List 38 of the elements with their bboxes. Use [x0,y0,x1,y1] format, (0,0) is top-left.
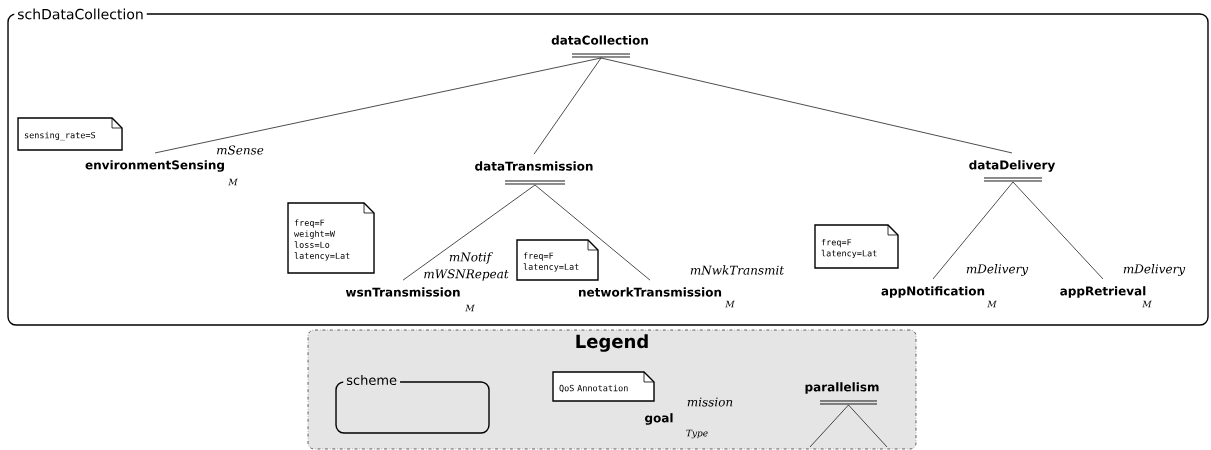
goal-label: dataCollection [551,35,648,45]
mission-label: mission [687,397,733,407]
qos-annotation-note: sensing_rate=S [17,117,123,151]
qos-annotation-note: freq=F latency=Lat [814,224,899,269]
connector-line [1012,181,1104,280]
connector-line [534,184,651,281]
mission-label: mNotif [449,252,493,264]
connector-line [533,57,602,155]
type-label: M [987,300,997,308]
mission-label: mDelivery [966,264,1029,276]
connector-line [154,57,602,154]
qos-annotation-note: QoS Annotation [552,371,655,402]
goal-label: wsnTransmission [345,287,460,297]
connector-line [402,184,536,281]
qos-annotation-note: freq=F weight=W loss=Lo latency=Lat [287,202,375,274]
mission-label: mDelivery [1123,264,1186,276]
type-label: M [465,304,475,312]
type-label: Type [686,429,708,439]
goal-label: environmentSensing [85,160,224,172]
goal-label: dataTransmission [475,161,593,171]
qos-annotation-note: freq=F latency=Lat [516,239,599,281]
connector-line [600,57,1013,154]
goal-label: goal [645,413,673,425]
goal-label: parallelism [805,382,879,394]
connector-line [848,404,888,448]
type-label: M [228,178,238,186]
connector-line [932,181,1014,280]
goal-label: dataDelivery [969,160,1056,172]
scheme-box: scheme [335,373,490,434]
mission-label: mNwkTransmit [690,265,785,275]
type-label: M [725,300,735,308]
mission-label: mSense [217,145,264,155]
goal-label: appRetrieval [1060,286,1146,298]
type-label: M [1142,300,1152,308]
mission-label: mWSNRepeat [424,269,509,281]
goal-label: appNotification [881,286,985,298]
connector-line [809,404,849,448]
goal-label: networkTransmission [579,287,722,297]
